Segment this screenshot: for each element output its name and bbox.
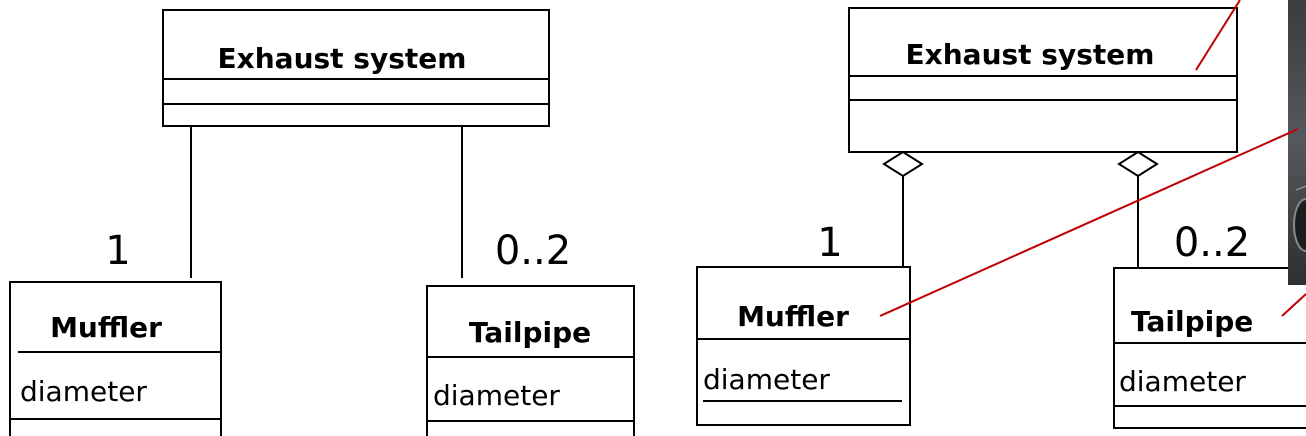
right-tailpipe-name: Tailpipe bbox=[1131, 305, 1253, 338]
annotation-line-tailpipe bbox=[1281, 293, 1306, 317]
left-tailpipe-multiplicity: 0..2 bbox=[495, 228, 571, 274]
annotation-line-exhaust bbox=[1195, 0, 1241, 71]
left-muffler-name: Muffler bbox=[50, 311, 162, 344]
left-muffler-multiplicity: 1 bbox=[105, 228, 130, 274]
photo-highlight bbox=[1295, 185, 1306, 191]
left-tailpipe-attribute: diameter bbox=[433, 379, 560, 412]
left-muffler-class: Muffler diameter bbox=[9, 281, 222, 436]
right-exhaust-system-class: Exhaust system bbox=[848, 7, 1238, 153]
right-muffler-name: Muffler bbox=[737, 300, 849, 333]
left-tailpipe-name: Tailpipe bbox=[469, 316, 591, 349]
left-tailpipe-class: Tailpipe diameter bbox=[426, 285, 635, 436]
red-annotation-lines bbox=[879, 0, 1306, 317]
pipe-opening-icon bbox=[1293, 198, 1306, 252]
right-muffler-attribute: diameter bbox=[703, 363, 830, 396]
right-tailpipe-attribute: diameter bbox=[1119, 365, 1246, 398]
right-muffler-aggregation-diamond-icon bbox=[882, 150, 924, 178]
left-exhaust-system-box bbox=[162, 9, 550, 127]
right-muffler-multiplicity: 1 bbox=[817, 220, 842, 266]
right-exhaust-system-name: Exhaust system bbox=[906, 38, 1155, 71]
annotation-line-muffler bbox=[879, 128, 1299, 317]
right-diagram: Exhaust system 1 0..2 Muffler diameter T… bbox=[696, 7, 1306, 429]
left-muffler-attribute: diameter bbox=[20, 375, 147, 408]
left-tailpipe-box bbox=[426, 285, 635, 436]
right-tailpipe-aggregation-diamond-icon bbox=[1117, 150, 1159, 178]
right-tailpipe-class: Tailpipe diameter bbox=[1113, 267, 1306, 429]
right-edge-photo-fragment bbox=[1288, 0, 1306, 285]
right-tailpipe-multiplicity: 0..2 bbox=[1174, 220, 1250, 266]
left-exhaust-system-name: Exhaust system bbox=[218, 42, 467, 75]
right-tailpipe-box bbox=[1113, 267, 1306, 429]
left-muffler-box bbox=[9, 281, 222, 436]
right-muffler-box bbox=[696, 266, 911, 426]
left-diagram: Exhaust system 1 0..2 Muffler diameter T… bbox=[9, 9, 635, 436]
right-exhaust-system-box bbox=[848, 7, 1238, 153]
left-exhaust-system-class: Exhaust system bbox=[162, 9, 550, 127]
right-muffler-class: Muffler diameter bbox=[696, 266, 911, 426]
